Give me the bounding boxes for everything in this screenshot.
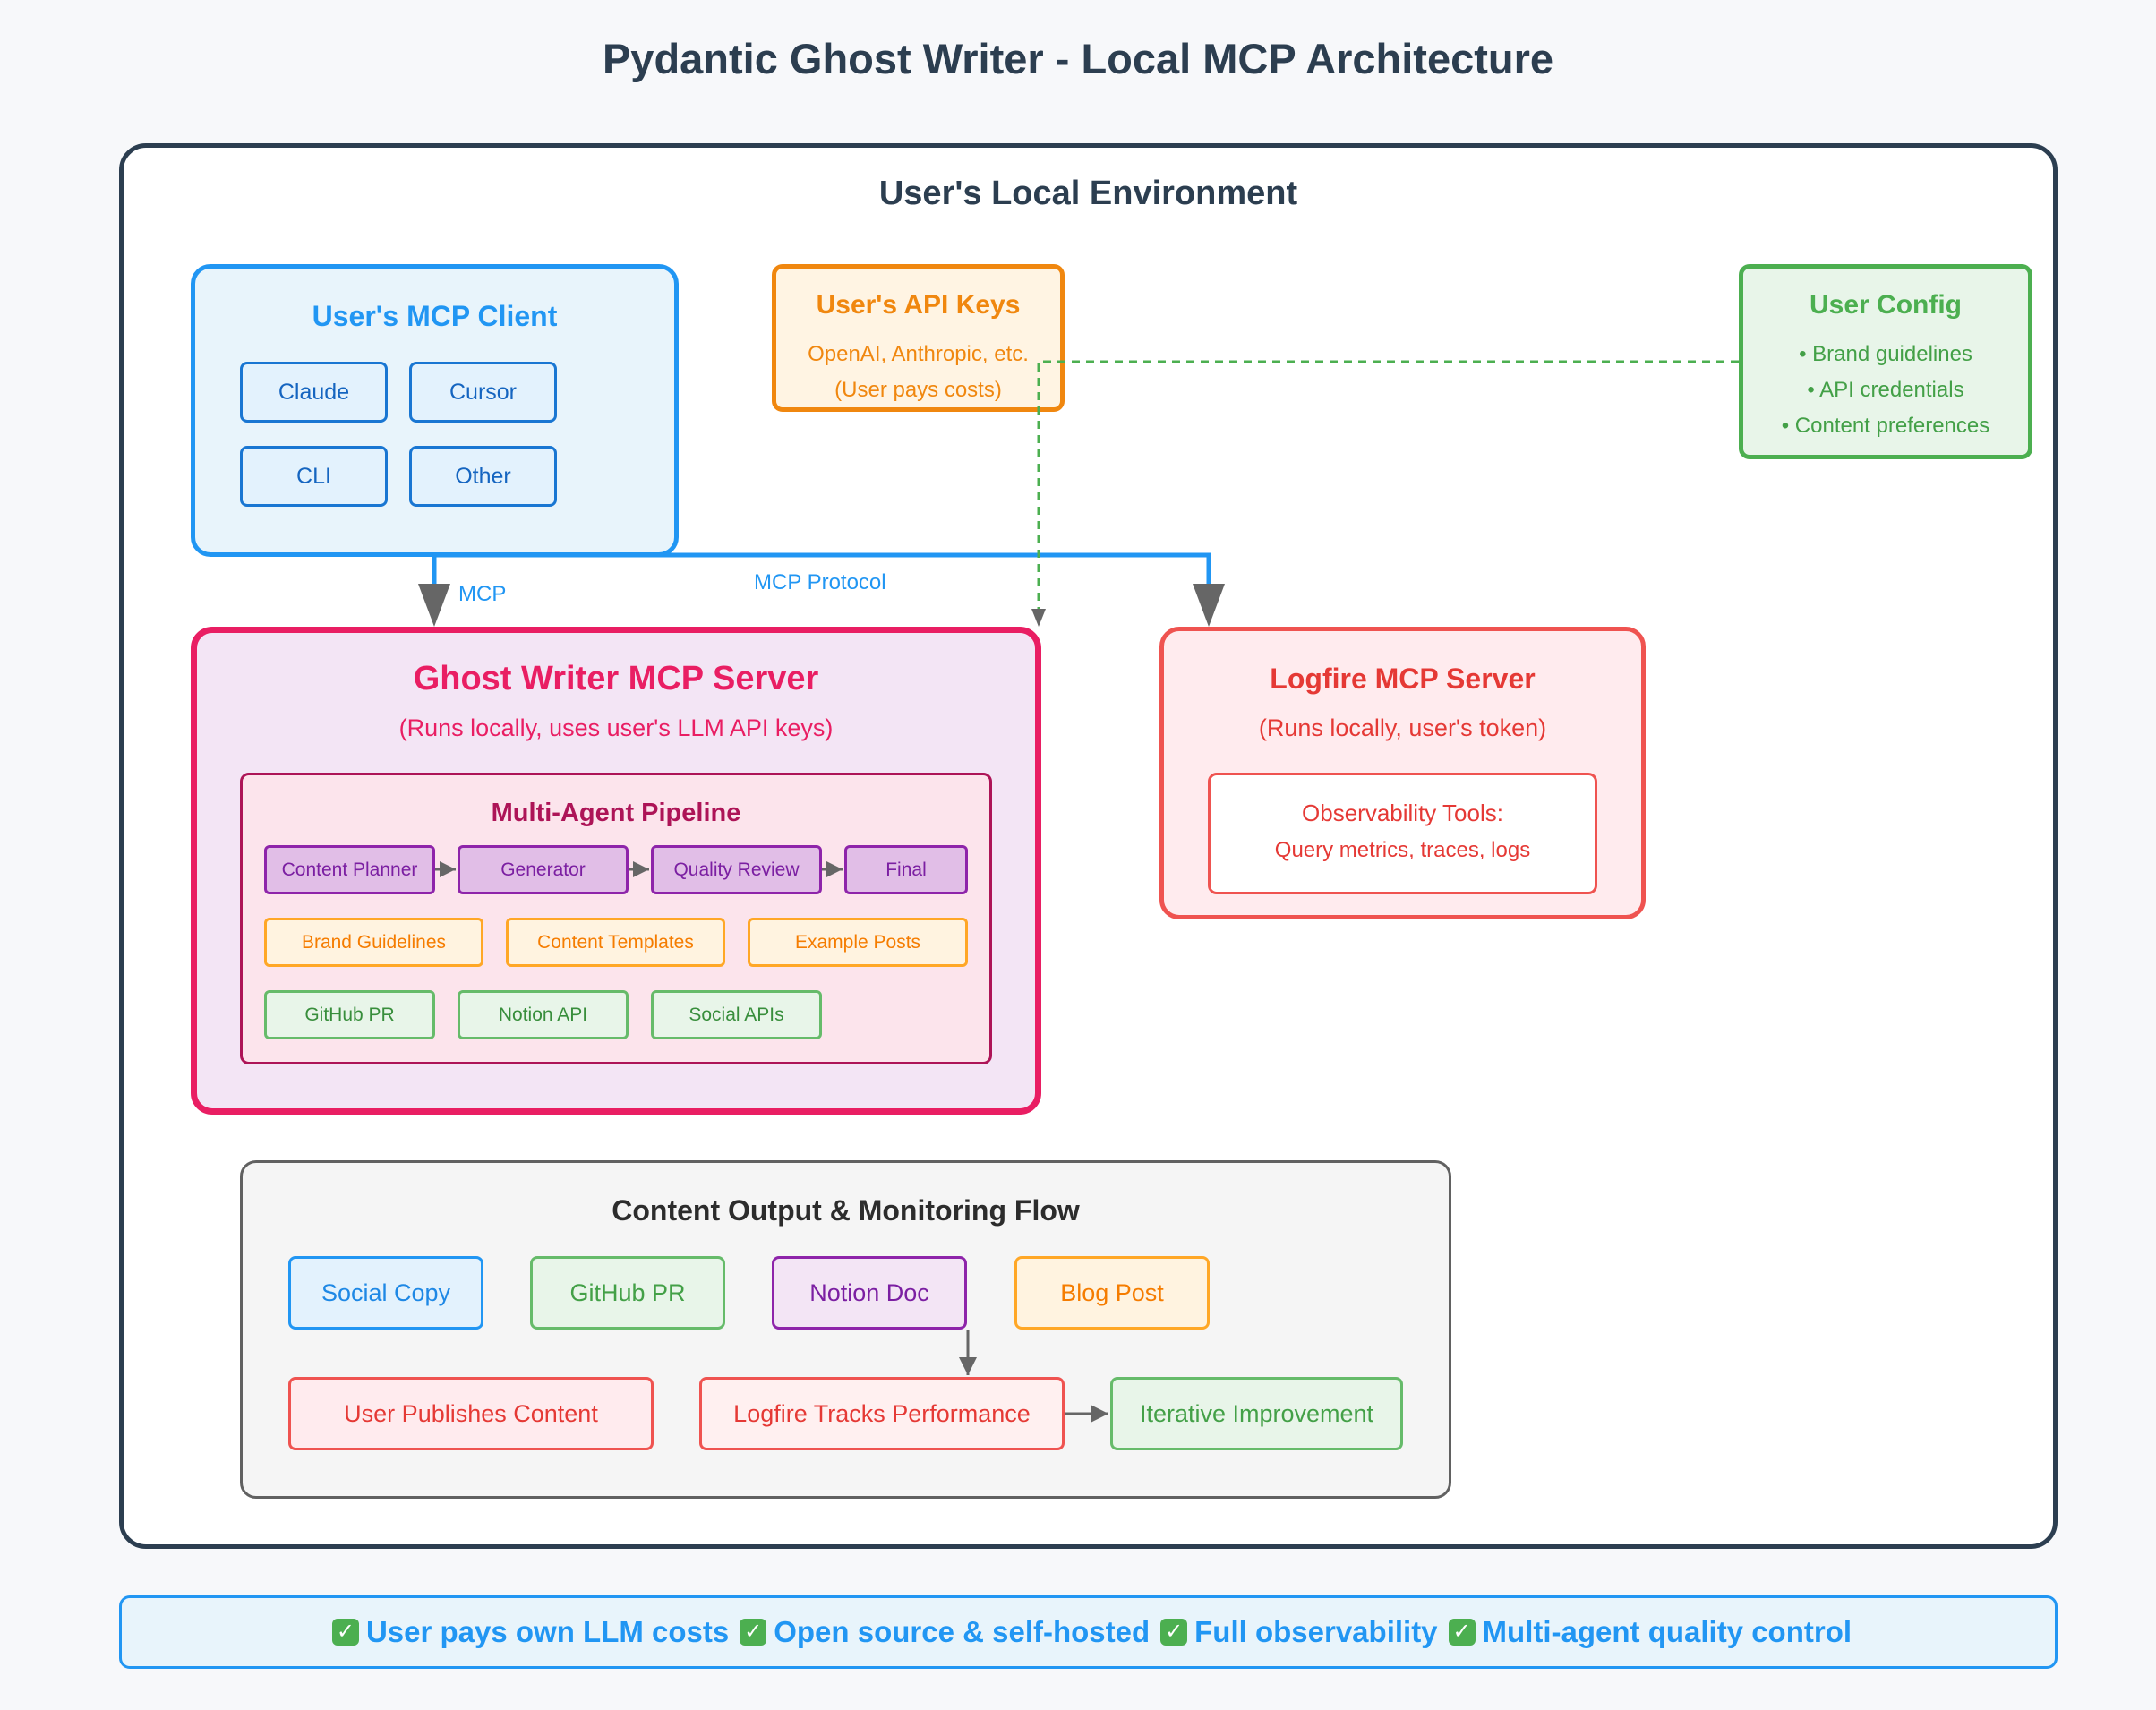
agent-generator: Generator <box>458 845 629 894</box>
agent-content-planner: Content Planner <box>264 845 435 894</box>
ghost-writer-subtitle: (Runs locally, uses user's LLM API keys) <box>398 714 834 741</box>
logfire-subtitle: (Runs locally, user's token) <box>1258 714 1547 741</box>
mcp-protocol-edge-label: MCP Protocol <box>754 570 886 594</box>
mcp-arrowhead-logfire <box>1193 584 1225 627</box>
page-title: Pydantic Ghost Writer - Local MCP Archit… <box>602 34 1554 82</box>
api-keys-title: User's API Keys <box>816 290 1021 320</box>
mcp-protocol-line <box>434 552 1211 586</box>
observability-tools-box <box>1208 773 1597 894</box>
output-flow-title: Content Output & Monitoring Flow <box>612 1193 1080 1227</box>
logfire-title: Logfire MCP Server <box>1270 662 1536 695</box>
config-dashed-link <box>1037 360 1739 618</box>
check-icon: ✓ <box>740 1619 767 1646</box>
mcp-arrowhead-ghost-writer <box>418 584 450 627</box>
user-config-title: User Config <box>1809 290 1962 320</box>
integration-social-apis: Social APIs <box>651 990 822 1039</box>
output-blog-post: Blog Post <box>1014 1256 1210 1330</box>
config-item-brand-guidelines: • Brand guidelines <box>1799 342 1972 366</box>
check-icon: ✓ <box>1160 1619 1188 1646</box>
observability-tools-title: Observability Tools: <box>1302 799 1503 826</box>
api-keys-box <box>772 264 1065 412</box>
integration-notion-api: Notion API <box>458 990 629 1039</box>
output-social-copy: Social Copy <box>288 1256 483 1330</box>
footer-item-open-source: Open source & self-hosted <box>774 1615 1151 1648</box>
resource-example-posts: Example Posts <box>748 918 968 967</box>
step-user-publishes: User Publishes Content <box>288 1377 654 1450</box>
agent-quality-review: Quality Review <box>651 845 822 894</box>
config-dashed-arrowhead <box>1031 609 1046 627</box>
footer-benefits-banner: ✓User pays own LLM costs ✓Open source & … <box>119 1595 2058 1669</box>
footer-item-costs: User pays own LLM costs <box>365 1615 730 1648</box>
local-environment-title: User's Local Environment <box>878 174 1298 212</box>
mcp-client-title: User's MCP Client <box>312 299 558 332</box>
client-cli: CLI <box>240 446 388 507</box>
check-icon: ✓ <box>1448 1619 1476 1646</box>
config-item-api-credentials: • API credentials <box>1807 378 1964 402</box>
client-cursor: Cursor <box>409 362 557 423</box>
ghost-writer-title: Ghost Writer MCP Server <box>413 659 819 697</box>
user-config-box <box>1739 264 2032 459</box>
footer-item-observability: Full observability <box>1194 1615 1438 1648</box>
client-other: Other <box>409 446 557 507</box>
client-claude: Claude <box>240 362 388 423</box>
check-icon: ✓ <box>331 1619 359 1646</box>
resource-brand-guidelines: Brand Guidelines <box>264 918 483 967</box>
agent-final: Final <box>844 845 968 894</box>
output-github-pr: GitHub PR <box>530 1256 725 1330</box>
step-iterative-improvement: Iterative Improvement <box>1110 1377 1403 1450</box>
config-item-content-preferences: • Content preferences <box>1781 414 1990 438</box>
integration-github-pr: GitHub PR <box>264 990 435 1039</box>
api-keys-cost-note: (User pays costs) <box>834 378 1002 402</box>
output-notion-doc: Notion Doc <box>772 1256 967 1330</box>
step-logfire-tracks: Logfire Tracks Performance <box>699 1377 1065 1450</box>
api-keys-providers: OpenAI, Anthropic, etc. <box>808 342 1029 366</box>
mcp-edge-label: MCP <box>458 582 507 606</box>
footer-item-quality-control: Multi-agent quality control <box>1482 1615 1852 1648</box>
pipeline-title: Multi-Agent Pipeline <box>491 798 741 827</box>
observability-tools-desc: Query metrics, traces, logs <box>1274 838 1531 862</box>
resource-content-templates: Content Templates <box>506 918 725 967</box>
